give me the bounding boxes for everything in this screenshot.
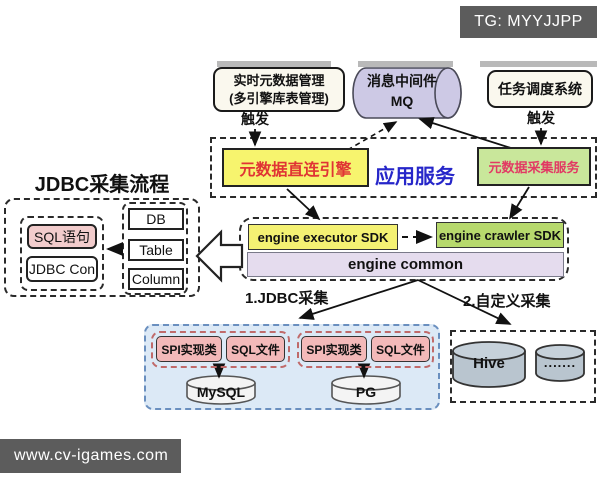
jdbc-collect-branch-label: 1.JDBC采集 — [245, 287, 328, 308]
spi-impl-box-left: SPI实现类 — [156, 336, 222, 362]
jdbc-flow-title-text: JDBC采集流程 — [34, 173, 170, 196]
sql-file-box-right: SQL文件 — [371, 336, 430, 362]
engine-crawler-sdk-box: engine crawler SDK — [436, 222, 564, 248]
engine-executor-sdk-label: engine executor SDK — [257, 229, 389, 245]
sql-file-right-label: SQL文件 — [376, 342, 425, 357]
trigger-label-left: 触发 — [233, 110, 277, 128]
engine-executor-sdk-box: engine executor SDK — [248, 224, 398, 250]
table-box: Table — [128, 239, 184, 261]
spi-impl-right-label: SPI实现类 — [306, 342, 362, 357]
realtime-metadata-line1: 实时元数据管理 — [233, 72, 325, 88]
metadata-collect-service-label: 元数据采集服务 — [488, 160, 580, 175]
custom-collect-branch-text: 2.自定义采集 — [463, 293, 551, 310]
hive-label: Hive — [453, 352, 525, 374]
db-label: DB — [146, 211, 166, 227]
pg-label-text: PG — [355, 384, 377, 400]
trigger-right-text: 触发 — [527, 110, 555, 126]
bottom-watermark-text: www.cv-igames.com — [14, 447, 169, 464]
shadow-strip — [358, 61, 453, 67]
top-watermark-text: TG: MYYJJPP — [474, 13, 583, 30]
bottom-watermark-bar: www.cv-igames.com — [0, 439, 181, 473]
metadata-direct-engine-label: 元数据直连引擎 — [239, 161, 352, 179]
trigger-label-right: 触发 — [519, 109, 563, 127]
sql-file-box-left: SQL文件 — [226, 336, 285, 362]
column-box: Column — [128, 268, 184, 290]
task-scheduler-box: 任务调度系统 — [487, 70, 593, 108]
jdbc-con-label: JDBC Con — [28, 261, 96, 277]
mq-line2: MQ — [390, 93, 414, 109]
sql-statement-box: SQL语句 — [27, 224, 97, 249]
sql-file-left-label: SQL文件 — [231, 342, 280, 357]
big-left-arrow — [195, 229, 244, 283]
table-label: Table — [139, 242, 173, 258]
realtime-metadata-mgmt-box: 实时元数据管理 (多引擎库表管理) — [213, 67, 345, 112]
hive-label-text: Hive — [473, 354, 505, 372]
spi-impl-left-label: SPI实现类 — [161, 342, 217, 357]
shadow-strip — [480, 61, 597, 67]
metadata-collect-service-box: 元数据采集服务 — [477, 147, 591, 186]
jdbc-flow-title: JDBC采集流程 — [8, 169, 196, 196]
engine-crawler-sdk-label: engine crawler SDK — [438, 227, 562, 243]
app-service-title-text: 应用服务 — [375, 165, 455, 188]
mq-label: 消息中间件 MQ — [356, 70, 448, 114]
mq-line1: 消息中间件 — [367, 73, 437, 90]
custom-collect-branch-label: 2.自定义采集 — [463, 290, 551, 311]
mysql-label: MySQL — [187, 382, 255, 402]
jdbc-collect-branch-text: 1.JDBC采集 — [245, 290, 329, 307]
jdbc-con-box: JDBC Con — [26, 256, 98, 282]
sql-statement-label: SQL语句 — [33, 228, 90, 245]
more-sources-text: ....... — [543, 354, 577, 370]
top-watermark-badge: TG: MYYJJPP — [460, 6, 597, 38]
app-service-title: 应用服务 — [365, 160, 465, 188]
shadow-strip — [217, 61, 331, 67]
metadata-direct-engine-box: 元数据直连引擎 — [222, 148, 369, 187]
column-label: Column — [131, 271, 181, 287]
engine-common-bar: engine common — [247, 252, 564, 277]
task-scheduler-label: 任务调度系统 — [498, 81, 582, 97]
more-sources-label: ....... — [536, 352, 584, 372]
pg-label: PG — [332, 382, 400, 402]
engine-common-label: engine common — [347, 256, 463, 273]
db-box: DB — [128, 208, 184, 230]
trigger-left-text: 触发 — [241, 111, 269, 127]
realtime-metadata-line2: (多引擎库表管理) — [229, 90, 329, 106]
spi-impl-box-right: SPI实现类 — [301, 336, 367, 362]
mysql-label-text: MySQL — [196, 384, 246, 400]
